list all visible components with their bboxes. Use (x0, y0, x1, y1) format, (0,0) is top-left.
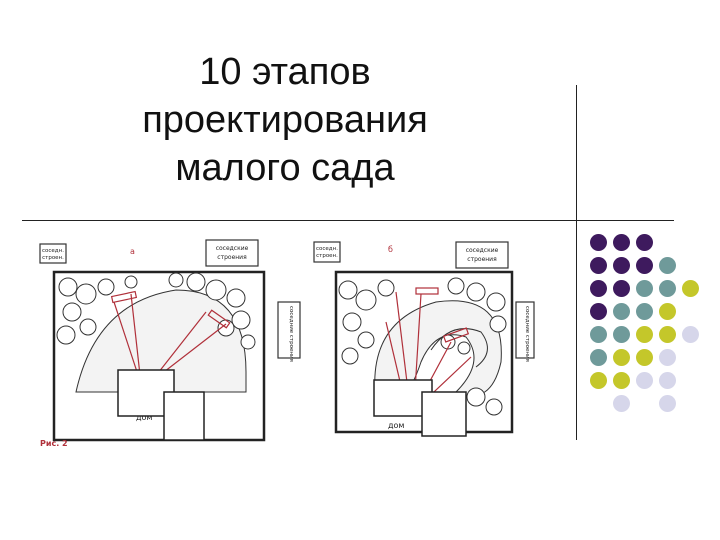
decor-dot (659, 372, 676, 389)
decor-dot (636, 372, 653, 389)
panel-a: соседн. строен. а соседские строения сос… (39, 239, 301, 442)
decor-dot (682, 280, 699, 297)
decor-dot (613, 349, 630, 366)
house-label-b: дом (388, 421, 404, 430)
decor-dot (590, 372, 607, 389)
decor-dot (636, 349, 653, 366)
decor-dot (613, 326, 630, 343)
neighbor-box-top-b (455, 241, 509, 269)
house-annex-a (163, 391, 205, 441)
neighbor-box-right (277, 301, 301, 359)
decor-dot (590, 303, 607, 320)
decor-dot (590, 280, 607, 297)
decor-dot (659, 303, 676, 320)
figure-caption: Рис. 2 (40, 439, 68, 448)
decor-dot (636, 326, 653, 343)
garden-plan-figure: соседн. строен. а соседские строения сос… (39, 239, 535, 448)
neighbor-right-text: соседние строения (288, 306, 294, 362)
decor-dot (636, 280, 653, 297)
neighbor-left-text-1: соседн. (42, 248, 64, 254)
garden-boundary-a (52, 270, 266, 442)
neighbor-left-b-text-2: строен. (316, 253, 338, 259)
decor-dot (590, 234, 607, 251)
neighbor-box-right-b (515, 301, 535, 359)
panel-letter-a: а (130, 247, 135, 256)
vertical-divider (576, 85, 577, 440)
decor-dot (613, 257, 630, 274)
neighbor-box-left-b (313, 241, 341, 263)
decor-dot (636, 257, 653, 274)
shrubs-a (56, 272, 256, 350)
decor-dot (659, 395, 676, 412)
neighbor-top-text-1: соседские (216, 245, 249, 252)
neighbor-top-b-text-2: строения (467, 256, 497, 263)
neighbor-top-text-2: строения (217, 254, 247, 261)
house-label-a: дом (136, 413, 152, 422)
decor-dot (613, 372, 630, 389)
neighbor-right-b-text: соседние строения (524, 306, 530, 362)
panel-letter-b: б (388, 245, 393, 254)
decor-dot (590, 257, 607, 274)
slide-title: 10 этапов проектирования малого сада (60, 48, 510, 192)
panel-b: соседн. строен. б соседские строения сос… (313, 241, 535, 437)
title-line-1: 10 этапов (199, 51, 371, 93)
decor-dot (659, 326, 676, 343)
decor-dot (613, 395, 630, 412)
neighbor-left-b-text-1: соседн. (316, 246, 338, 252)
neighbor-top-b-text-1: соседские (466, 247, 499, 254)
decor-dot (613, 303, 630, 320)
neighbor-left-text-2: строен. (42, 255, 64, 261)
decor-dot (659, 280, 676, 297)
neighbor-box-top (205, 239, 259, 267)
decor-dot (590, 326, 607, 343)
decor-dot (659, 257, 676, 274)
decor-dot (636, 303, 653, 320)
house-annex-b (421, 391, 467, 437)
title-line-2: проектирования (142, 99, 428, 141)
decor-dot (636, 234, 653, 251)
decor-dot (590, 349, 607, 366)
title-line-3: малого сада (175, 147, 395, 189)
decor-dot (659, 349, 676, 366)
neighbor-box-left (39, 243, 67, 264)
decor-dot (682, 326, 699, 343)
decor-dot (613, 280, 630, 297)
horizontal-divider (22, 220, 674, 221)
decor-dot (613, 234, 630, 251)
